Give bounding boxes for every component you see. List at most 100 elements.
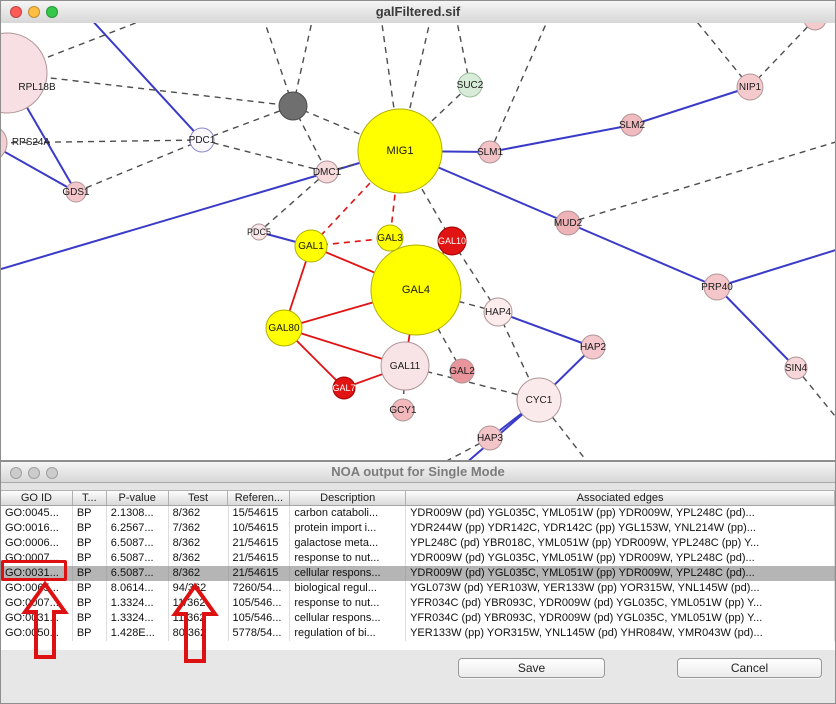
node-hap4[interactable]	[483, 297, 513, 327]
node-nip1[interactable]	[736, 73, 764, 101]
close-button[interactable]	[10, 467, 22, 479]
node-slm2[interactable]	[620, 113, 644, 137]
zoom-button[interactable]	[46, 6, 58, 18]
node-sin4[interactable]	[784, 356, 808, 380]
node-gal10[interactable]	[437, 226, 467, 256]
cell: 8.0614...	[107, 581, 169, 596]
cell: GO:0045...	[1, 506, 73, 521]
cell: YFR034C (pd) YBR093C, YDR009W (pd) YGL03…	[406, 611, 835, 626]
cell: 6.5087...	[107, 566, 169, 581]
node-label-dmc1: DMC1	[313, 167, 342, 178]
cell: BP	[73, 536, 107, 551]
column-header-description[interactable]: Description	[290, 491, 407, 505]
node-gal3[interactable]	[376, 224, 404, 252]
node-label-slm1: SLM1	[477, 147, 504, 158]
node-cyc1[interactable]	[516, 377, 562, 423]
node-gcy1[interactable]	[391, 398, 415, 422]
cell: 1.428E...	[107, 626, 169, 641]
close-button[interactable]	[10, 6, 22, 18]
node-rpl18b[interactable]	[0, 32, 48, 114]
cell: regulation of bi...	[290, 626, 407, 641]
node-label-hap2: HAP2	[580, 342, 607, 353]
cell: 10/54615	[229, 521, 291, 536]
node-gal11[interactable]	[380, 341, 430, 391]
column-header-associated-edges[interactable]: Associated edges	[406, 491, 836, 505]
save-button[interactable]: Save	[458, 658, 605, 678]
cell: response to nut...	[290, 596, 407, 611]
cell: 21/54615	[229, 536, 291, 551]
column-header-p-value[interactable]: P-value	[107, 491, 169, 505]
column-header-go-id[interactable]: GO ID	[1, 491, 73, 505]
cell: biological regul...	[290, 581, 407, 596]
cell: YDR009W (pd) YGL035C, YML051W (pp) YDR00…	[406, 506, 835, 521]
edge-pdc1-dmc1	[201, 139, 328, 173]
node-label-hap4: HAP4	[485, 307, 512, 318]
node-mud2[interactable]	[555, 210, 581, 236]
node-label-rpl18b: RPL18B	[18, 82, 56, 93]
noa-window-titlebar[interactable]: NOA output for Single Mode	[1, 462, 835, 483]
node-rps24a[interactable]	[0, 125, 8, 161]
edge-nip1-x	[692, 16, 751, 88]
button-bar: Save Cancel	[1, 650, 835, 703]
minimize-button[interactable]	[28, 467, 40, 479]
node-gal4[interactable]	[370, 244, 462, 336]
node-label-cyc1: CYC1	[526, 395, 553, 406]
cell: BP	[73, 566, 107, 581]
node-label-gal4: GAL4	[402, 284, 430, 296]
node-hap3[interactable]	[477, 425, 503, 451]
edge-mud2-prp40	[567, 222, 718, 288]
edge-hap4-hap2	[497, 311, 594, 348]
cell: 15/54615	[229, 506, 291, 521]
cell: YER133W (pp) YOR315W, YNL145W (pd) YHR08…	[406, 626, 835, 641]
node-pdc5[interactable]	[250, 223, 268, 241]
cell: YFR034C (pd) YBR093C, YDR009W (pd) YGL03…	[406, 596, 835, 611]
minimize-button[interactable]	[28, 6, 40, 18]
node-gal2[interactable]	[449, 358, 475, 384]
node-prp40[interactable]	[703, 273, 731, 301]
cell: 105/546...	[229, 611, 291, 626]
network-window-titlebar[interactable]: galFiltered.sif	[1, 1, 835, 24]
column-header-t-[interactable]: T...	[73, 491, 107, 505]
cell: YDR009W (pd) YGL035C, YML051W (pp) YDR00…	[406, 551, 835, 566]
node-corner[interactable]	[803, 7, 827, 31]
node-mig1[interactable]	[357, 108, 443, 194]
cancel-button[interactable]: Cancel	[677, 658, 822, 678]
node-pdc1[interactable]	[189, 127, 215, 153]
cell: 8/362	[169, 566, 229, 581]
cell: 94/362	[169, 581, 229, 596]
node-gal80[interactable]	[265, 309, 303, 347]
cell: 8/362	[169, 506, 229, 521]
node-label-mud2: MUD2	[554, 218, 583, 229]
cell: YDR009W (pd) YGL035C, YML051W (pp) YDR00…	[406, 566, 835, 581]
column-header-test[interactable]: Test	[169, 491, 229, 505]
node-hap2[interactable]	[580, 334, 606, 360]
edge-rps24a-pdc1	[0, 139, 203, 144]
zoom-button[interactable]	[46, 467, 58, 479]
node-slm1[interactable]	[478, 140, 502, 164]
edge-slm1-slm2	[489, 124, 633, 153]
node-suc2[interactable]	[457, 72, 483, 98]
cell: GO:0006...	[1, 536, 73, 551]
node-dmc1[interactable]	[315, 160, 339, 184]
node-gds1[interactable]	[65, 181, 87, 203]
cell: YPL248C (pd) YBR018C, YML051W (pp) YDR00…	[406, 536, 835, 551]
node-gal7[interactable]	[332, 376, 356, 400]
node-gray[interactable]	[278, 91, 308, 121]
cell: GO:0031...	[1, 611, 73, 626]
edge-prp40-x	[716, 248, 836, 288]
column-header-referen-[interactable]: Referen...	[228, 491, 291, 505]
node-gal1[interactable]	[294, 229, 328, 263]
cell: 8/362	[169, 551, 229, 566]
